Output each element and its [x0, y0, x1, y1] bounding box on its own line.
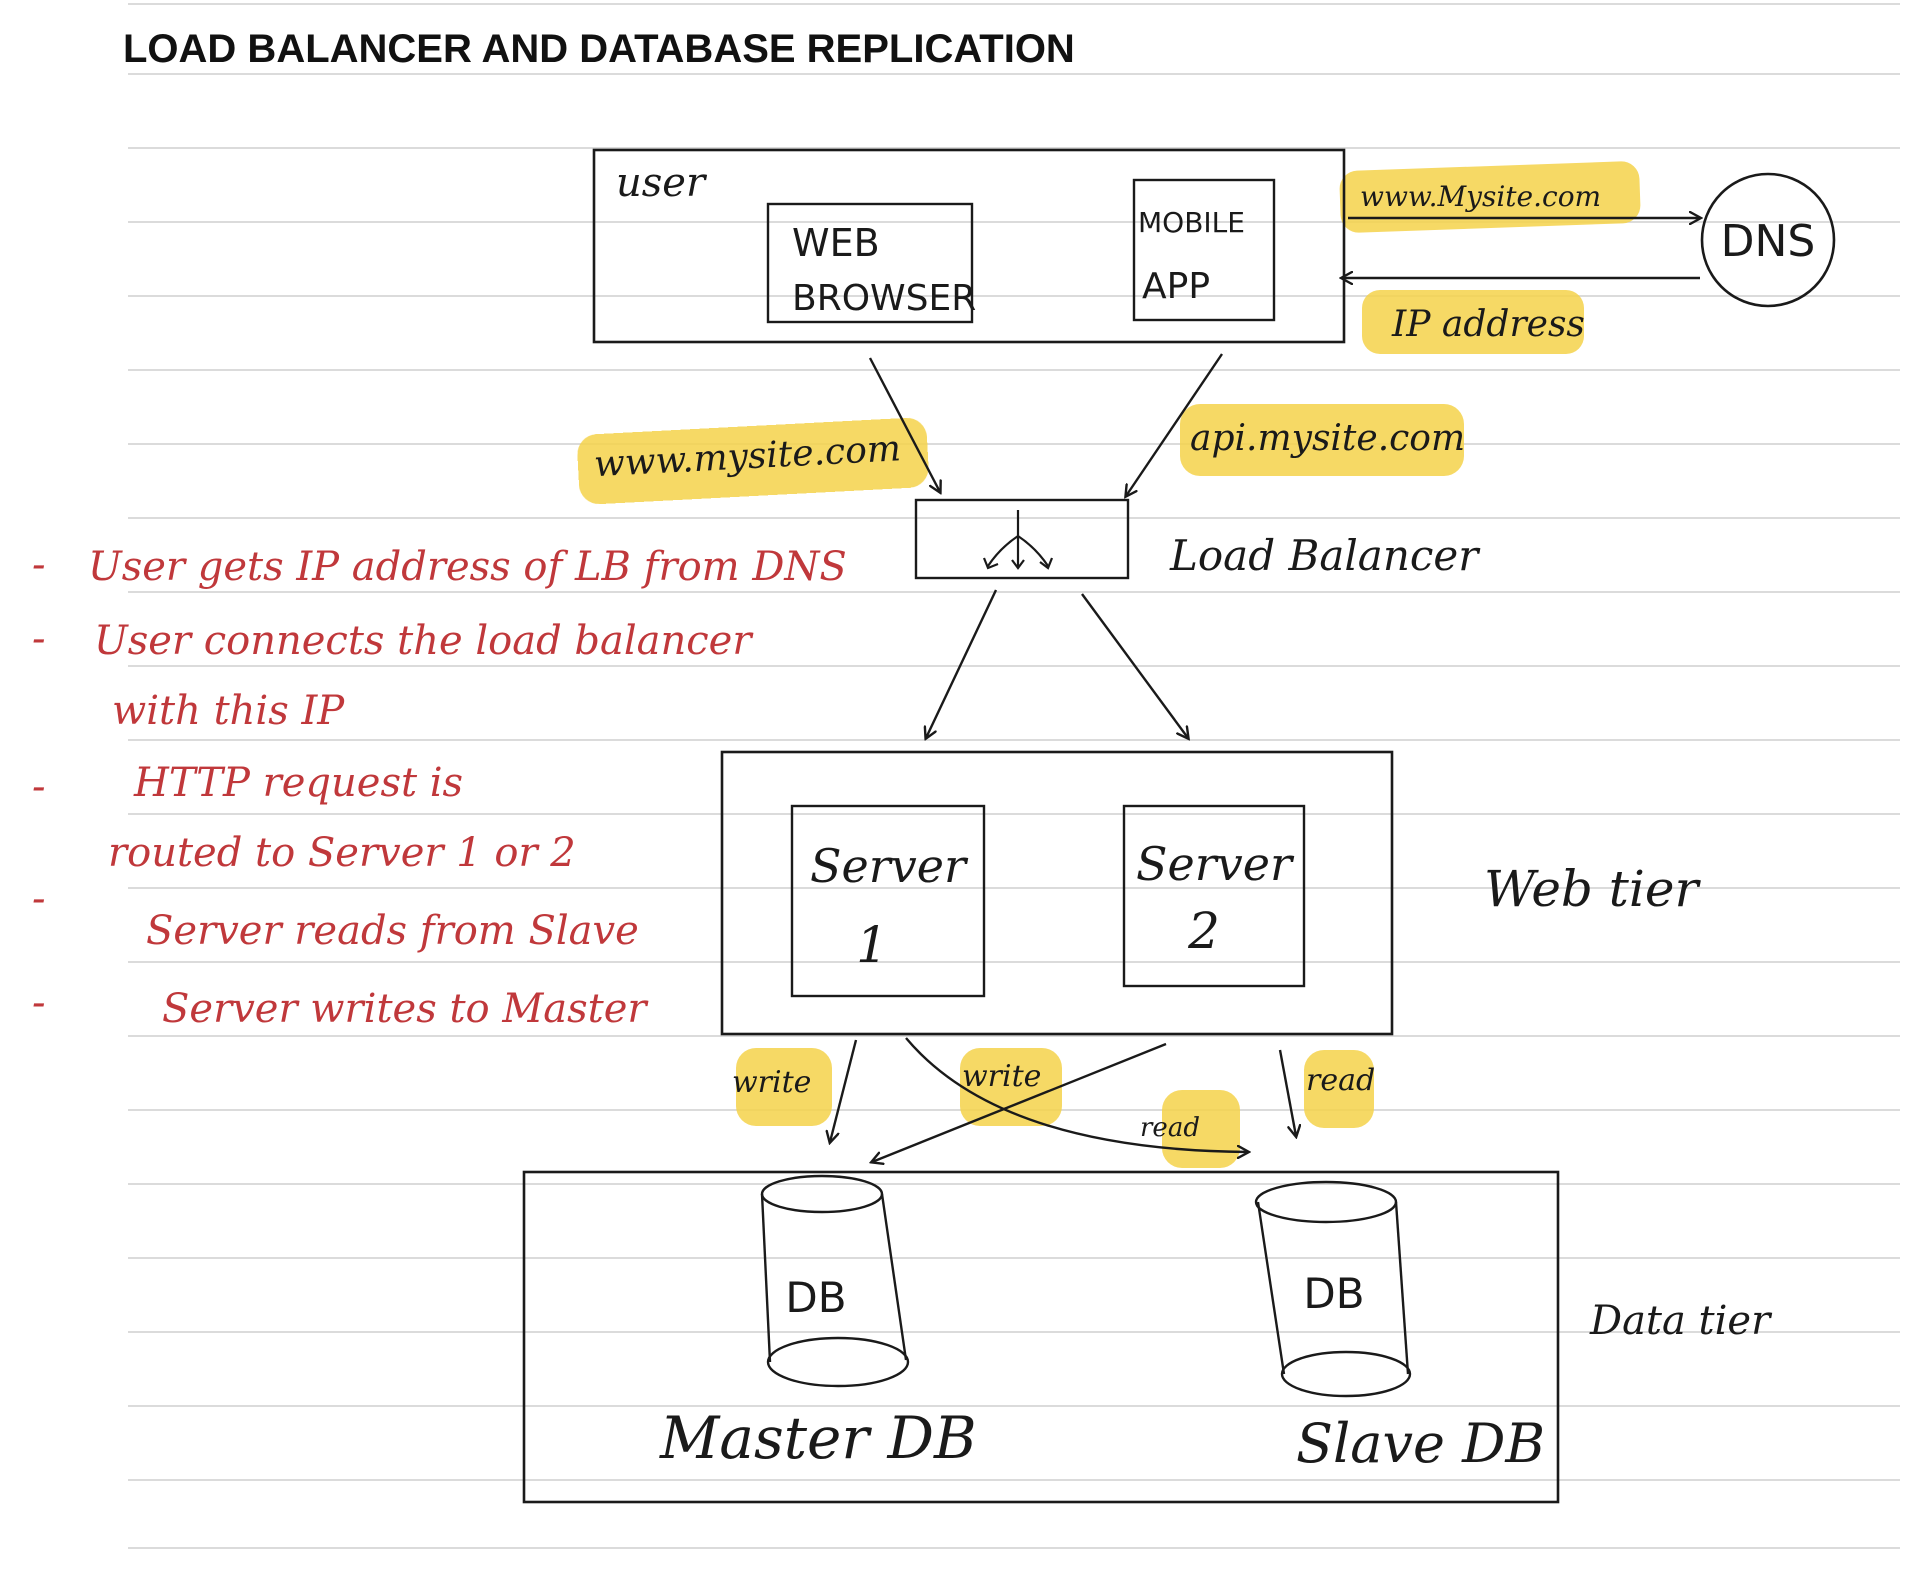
server2-label-line1: Server: [1136, 837, 1295, 891]
slave-db-label: DB: [1303, 1269, 1364, 1318]
master-db-label: DB: [785, 1273, 846, 1322]
note-line-3: with this IP: [112, 688, 345, 734]
note-bullet-5: -: [32, 980, 46, 1026]
server2-label-line2: 2: [1187, 902, 1220, 960]
web-browser-label-line2: BROWSER: [792, 278, 976, 319]
write-left-label: write: [732, 1065, 811, 1100]
user-box: [592, 148, 1346, 344]
load-balancer-box: [914, 498, 1130, 580]
notes-list: - User gets IP address of LB from DNS - …: [32, 542, 847, 1032]
server1-label-line1: Server: [810, 839, 969, 893]
load-balancer-icon: [982, 510, 1054, 570]
dns-label: DNS: [1721, 216, 1816, 267]
web-request-arrow: [868, 357, 940, 492]
web-tier-label: Web tier: [1484, 860, 1701, 918]
server2-box: [1122, 804, 1306, 988]
dns-response-label: IP address: [1391, 304, 1585, 345]
note-line-7: Server writes to Master: [162, 986, 649, 1032]
web-browser-label-line1: WEB: [792, 221, 880, 265]
note-bullet-1: -: [32, 542, 46, 588]
note-bullet-4: -: [32, 876, 46, 922]
web-tier-box: [720, 750, 1394, 1036]
read-cross-label: read: [1140, 1113, 1200, 1143]
api-request-arrow: [1126, 353, 1223, 496]
user-box-label: user: [616, 160, 708, 206]
api-request-label: api.mysite.com: [1190, 418, 1465, 459]
data-tier-box: [522, 1170, 1560, 1504]
server2-write-master-arrow: [872, 1042, 1167, 1162]
master-db-caption: Master DB: [659, 1404, 977, 1472]
dns-node: [1700, 172, 1836, 308]
server1-box: [790, 804, 986, 998]
note-line-1: User gets IP address of LB from DNS: [88, 544, 847, 590]
web-browser-box: [766, 202, 974, 324]
master-db-cylinder: [760, 1174, 910, 1388]
load-balancer-label: Load Balancer: [1169, 531, 1481, 580]
note-line-4: HTTP request is: [133, 760, 463, 806]
mobile-app-label-line2: APP: [1142, 266, 1210, 307]
lb-to-server1-arrow: [926, 589, 998, 738]
mobile-app-box: [1132, 178, 1276, 322]
note-bullet-2: -: [32, 616, 46, 662]
note-line-2: User connects the load balancer: [94, 618, 754, 664]
server1-read-slave-arrow: [905, 1037, 1248, 1152]
slave-db-caption: Slave DB: [1296, 1412, 1545, 1475]
data-tier-label: Data tier: [1589, 1298, 1773, 1344]
note-bullet-3: -: [32, 764, 46, 810]
slave-db-cylinder: [1254, 1180, 1412, 1398]
server1-label-line2: 1: [856, 916, 888, 974]
highlight-marks: [577, 161, 1641, 1168]
read-right-label: read: [1306, 1063, 1375, 1098]
server1-write-master-arrow: [830, 1039, 858, 1142]
lb-to-server2-arrow: [1081, 593, 1188, 738]
write-cross-label: write: [962, 1059, 1041, 1094]
mobile-app-label-line1: MOBILE: [1138, 206, 1245, 239]
note-line-6: Server reads from Slave: [146, 908, 639, 954]
page-title: LOAD BALANCER AND DATABASE REPLICATION: [123, 27, 1075, 71]
dns-request-label: www.Mysite.com: [1360, 180, 1601, 213]
server2-read-slave-arrow: [1278, 1049, 1296, 1136]
note-line-5: routed to Server 1 or 2: [108, 830, 576, 876]
